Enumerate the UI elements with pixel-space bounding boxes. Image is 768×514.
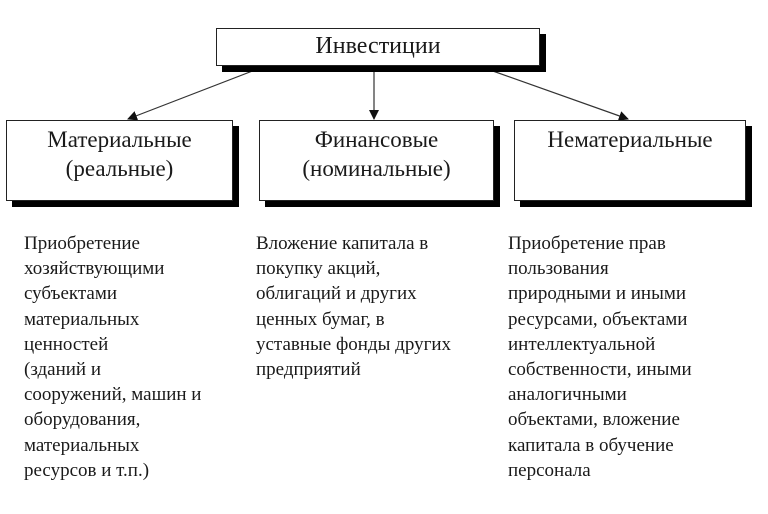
arrow-to-material <box>127 69 256 121</box>
node-title-line: (номинальные) <box>302 156 451 181</box>
description-line: аналогичными <box>508 384 627 406</box>
description-line: сооружений, машин и <box>24 384 202 406</box>
description-line: Вложение капитала в <box>256 233 429 254</box>
description-line: хозяйствующими <box>24 258 165 280</box>
description-line: уставные фонды других <box>256 333 452 355</box>
description-line: персонала <box>508 459 591 481</box>
description-line: ценных бумаг, в <box>256 308 385 330</box>
arrow-to-intangible <box>489 69 629 121</box>
description-line: собственности, иными <box>508 359 692 381</box>
node-title-line: Нематериальные <box>547 127 713 152</box>
description-line: (зданий и <box>24 359 102 381</box>
description-line: пользования <box>508 258 609 280</box>
description-line: интеллектуальной <box>508 333 656 355</box>
node-title-line: Финансовые <box>314 127 439 152</box>
description-line: капитала в обучение <box>508 434 674 456</box>
description-line: Приобретение прав <box>508 233 666 254</box>
description-intangible: Приобретение прав пользования природными… <box>508 231 692 483</box>
description-line: природными и иными <box>508 283 687 305</box>
description-line: ресурсов и т.п.) <box>24 459 150 481</box>
root-node-label: Инвестиции <box>315 33 441 59</box>
node-financial: Финансовые (номинальные) <box>259 120 494 201</box>
description-material: Приобретение хозяйствующими субъектами м… <box>24 231 201 483</box>
node-title-line: Материальные <box>47 127 192 152</box>
description-line: покупку акций, <box>256 258 381 280</box>
description-line: предприятий <box>256 359 361 381</box>
description-line: ценностей <box>24 333 109 355</box>
description-line: оборудования, <box>24 409 141 431</box>
description-line: материальных <box>24 434 140 456</box>
description-line: субъектами <box>24 283 118 305</box>
node-title-line: (реальные) <box>65 156 174 181</box>
description-line: облигаций и других <box>256 283 417 305</box>
node-material: Материальные (реальные) <box>6 120 233 201</box>
description-line: объектами, вложение <box>508 409 680 431</box>
description-line: материальных <box>24 308 140 330</box>
description-line: ресурсами, объектами <box>508 308 688 330</box>
node-intangible: Нематериальные <box>514 120 746 201</box>
description-line: Приобретение <box>24 233 140 254</box>
description-financial: Вложение капитала в покупку акций, облиг… <box>256 231 451 382</box>
root-node-investments: Инвестиции <box>216 28 540 66</box>
